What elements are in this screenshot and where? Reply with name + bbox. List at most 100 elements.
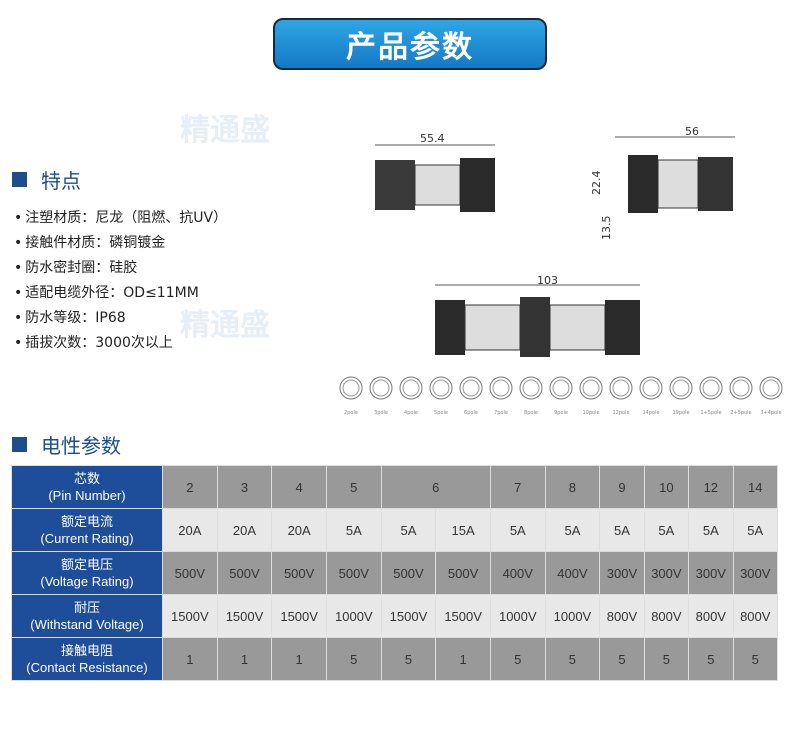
table-cell: 1 <box>271 637 327 681</box>
row-header-cn: 耐压 <box>73 600 100 615</box>
table-cell: 1000V <box>489 594 546 638</box>
table-cell: 5 <box>599 637 645 681</box>
pole-label: 14pole <box>642 410 660 416</box>
table-cell: 12 <box>688 465 734 509</box>
table-cell: 500V <box>271 551 327 595</box>
pole-face-icon <box>639 376 663 400</box>
pole-label: 2+5pole <box>730 410 752 416</box>
table-cell: 300V <box>732 551 779 595</box>
table-cell: 500V <box>216 551 273 595</box>
table-cell: 1500V <box>380 594 437 638</box>
table-cell: 800V <box>643 594 690 638</box>
table-cell: 1000V <box>325 594 382 638</box>
pole-label: 1+5pole <box>700 410 722 416</box>
table-cell: 1 <box>435 637 491 681</box>
pole-layout-item: 4pole <box>396 376 426 416</box>
pole-face-icon <box>339 376 363 400</box>
page-title: 产品参数 <box>273 18 547 70</box>
features-heading: 特点 <box>12 165 81 194</box>
row-header: 额定电流(Current Rating) <box>11 508 163 552</box>
pole-face-icon <box>729 376 753 400</box>
table-cell: 5 <box>544 637 601 681</box>
row-header: 接触电阻(Contact Resistance) <box>11 637 163 681</box>
pole-label: 12pole <box>612 410 630 416</box>
pole-layout-item: 12pole <box>606 376 636 416</box>
table-cell: 500V <box>435 551 491 595</box>
pole-label: 2pole <box>344 410 358 416</box>
pole-label: 10pole <box>582 410 600 416</box>
pole-label: 5pole <box>434 410 448 416</box>
row-header-cn: 接触电阻 <box>60 643 113 658</box>
bullet-square-icon <box>12 172 27 187</box>
row-header-en: (Withstand Voltage) <box>30 617 144 632</box>
feature-item: 接触件材质：磷铜镀金 <box>14 231 227 256</box>
connector-drawing-plug: 55.4 <box>375 132 495 212</box>
pole-layout-item: 14pole <box>636 376 666 416</box>
feature-item: 防水密封圈：硅胶 <box>14 256 227 281</box>
row-header: 耐压 (Withstand Voltage) <box>11 594 163 638</box>
table-cell: 800V <box>732 594 779 638</box>
table-cell: 5 <box>732 637 779 681</box>
dimension-label: 55.4 <box>420 132 445 145</box>
pole-layout-item: 6pole <box>456 376 486 416</box>
feature-item: 插拔次数：3000次以上 <box>14 331 227 356</box>
table-cell: 7 <box>489 465 546 509</box>
table-cell: 5 <box>688 637 734 681</box>
table-cell: 5A <box>688 508 734 552</box>
pole-face-icon <box>549 376 573 400</box>
table-cell: 10 <box>643 465 690 509</box>
pole-label: 3+4pole <box>760 410 782 416</box>
table-cell: 4 <box>271 465 327 509</box>
bullet-square-icon <box>12 437 27 452</box>
pole-face-icon <box>369 376 393 400</box>
table-cell: 400V <box>544 551 601 595</box>
pole-layout-item: 19pole <box>666 376 696 416</box>
table-cell: 5A <box>489 508 546 552</box>
table-cell: 5A <box>380 508 437 552</box>
pole-face-icon <box>519 376 543 400</box>
table-cell: 1500V <box>216 594 273 638</box>
pole-label: 3pole <box>374 410 388 416</box>
table-cell: 500V <box>162 551 218 595</box>
table-cell: 5 <box>643 637 690 681</box>
pole-layout-item: 8pole <box>516 376 546 416</box>
pole-layout-item: 2pole <box>336 376 366 416</box>
table-cell: 1500V <box>435 594 491 638</box>
table-cell: 1500V <box>162 594 218 638</box>
row-header-en: (Pin Number) <box>48 488 126 503</box>
pole-layout-item: 3+4pole <box>756 376 786 416</box>
table-cell: 800V <box>599 594 645 638</box>
pole-face-icon <box>669 376 693 400</box>
row-header-en: (Current Rating) <box>40 531 134 546</box>
table-cell: 20A <box>216 508 273 552</box>
features-heading-text: 特点 <box>41 169 81 193</box>
table-cell: 2 <box>162 465 218 509</box>
pole-layout-item: 2+5pole <box>726 376 756 416</box>
table-cell: 1 <box>162 637 218 681</box>
table-cell: 5 <box>325 465 382 509</box>
table-cell: 5 <box>380 637 437 681</box>
pole-label: 9pole <box>554 410 568 416</box>
dimension-label: 56 <box>685 125 699 138</box>
table-cell: 5A <box>544 508 601 552</box>
feature-item: 注塑材质：尼龙（阻燃、抗UV） <box>14 206 227 231</box>
pole-face-icon <box>429 376 453 400</box>
table-cell: 5A <box>643 508 690 552</box>
pole-label: 8pole <box>524 410 538 416</box>
table-cell: 3 <box>216 465 273 509</box>
connector-drawing-assembled: 103 <box>435 275 640 357</box>
pole-face-icon <box>579 376 603 400</box>
row-header-cn: 额定电压 <box>60 557 113 572</box>
table-cell: 15A <box>435 508 491 552</box>
table-cell: 8 <box>544 465 601 509</box>
table-cell: 1500V <box>271 594 327 638</box>
table-cell: 800V <box>688 594 734 638</box>
pole-layout-item: 9pole <box>546 376 576 416</box>
pole-label: 19pole <box>672 410 690 416</box>
row-header-en: (Voltage Rating) <box>40 574 134 589</box>
table-cell: 400V <box>489 551 546 595</box>
